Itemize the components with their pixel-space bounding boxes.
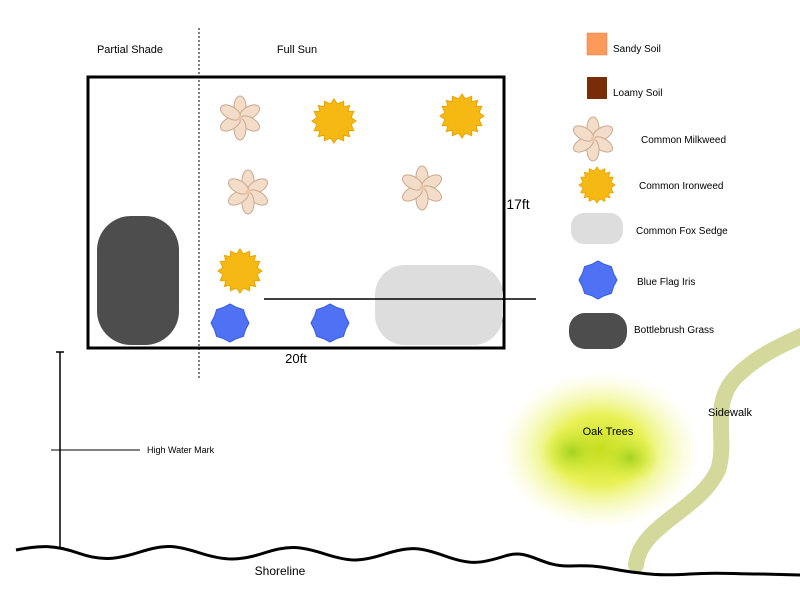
ironweed-plant — [439, 93, 485, 139]
flower-icon — [570, 116, 616, 162]
bottlebrush-grass-icon — [569, 313, 627, 349]
zone-label-full-sun: Full Sun — [277, 44, 317, 56]
fox-sedge-plant — [375, 265, 503, 345]
sandy-soil-swatch — [586, 32, 608, 56]
milkweed-plant — [399, 165, 445, 211]
legend-label-fox-sedge: Common Fox Sedge — [636, 226, 728, 237]
legend-label-sandy-soil: Sandy Soil — [613, 44, 661, 55]
loamy-soil-swatch — [587, 77, 607, 99]
legend-label-ironweed: Common Ironweed — [639, 181, 723, 192]
fox-sedge-icon — [571, 213, 623, 244]
height-dimension-label: 17ft — [506, 196, 529, 212]
garden-bed-outline — [86, 75, 506, 350]
shoreline-label: Shoreline — [255, 564, 306, 578]
milkweed-plant — [217, 95, 263, 141]
legend-label-milkweed: Common Milkweed — [641, 135, 726, 146]
zone-label-partial-shade: Partial Shade — [97, 44, 163, 56]
legend-label-bottlebrush-grass: Bottlebrush Grass — [634, 325, 714, 336]
milkweed-plant — [225, 169, 271, 215]
sidewalk-path — [628, 327, 800, 573]
sunburst-icon — [578, 166, 616, 204]
legend-label-loamy-soil: Loamy Soil — [613, 88, 662, 99]
oak-trees-label: Oak Trees — [583, 426, 634, 438]
sidewalk-label: Sidewalk — [708, 407, 753, 419]
high-water-mark-label: High Water Mark — [147, 445, 215, 455]
bottlebrush-grass-plant — [97, 216, 179, 345]
ironweed-plant — [311, 98, 357, 144]
legend: Sandy Soil Loamy Soil Common Milkweed Co… — [569, 32, 728, 349]
oak-trees-area — [500, 372, 700, 528]
blue-flag-iris-plant — [210, 303, 250, 343]
blue-flag-iris-plant — [310, 303, 350, 343]
legend-label-blue-flag-iris: Blue Flag Iris — [637, 277, 695, 288]
shoreline-line — [15, 545, 800, 577]
width-dimension-label: 20ft — [285, 351, 307, 366]
ironweed-plant — [217, 248, 263, 294]
octagon-star-icon — [578, 260, 618, 300]
